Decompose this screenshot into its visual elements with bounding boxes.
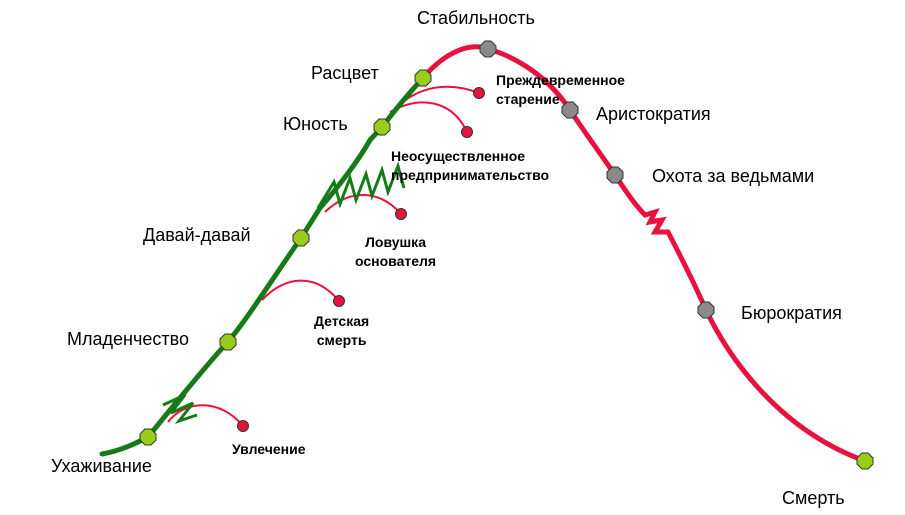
- node-aristokratiya: [561, 101, 579, 119]
- stage-label-yunost: Юность: [283, 114, 348, 134]
- trap-label-lovushka-line1: Ловушка: [365, 234, 426, 250]
- node-davai-davai: [292, 229, 310, 247]
- node-ukhazhivanie: [139, 428, 157, 446]
- stage-label-smert: Смерть: [782, 488, 845, 508]
- node-smert: [856, 452, 874, 470]
- trap-label-detskaya-smert: Детская смерть: [314, 312, 369, 350]
- stage-label-davai-davai: Давай-давай: [143, 225, 251, 245]
- trap-label-detskaya-smert-line2: смерть: [316, 332, 367, 348]
- growth-nodes: [139, 69, 432, 446]
- stage-label-rascvet: Расцвет: [311, 63, 379, 83]
- aging-nodes: [479, 40, 715, 319]
- growth-springs: [162, 161, 406, 424]
- stage-label-aristokratiya: Аристократия: [596, 104, 711, 124]
- trap-line-uvlechenie: [167, 404, 244, 427]
- node-byurokratiya: [697, 301, 715, 319]
- trap-node-neosushchestvlennoe: [461, 126, 473, 138]
- stage-label-okhota: Охота за ведьмами: [652, 166, 815, 186]
- trap-nodes: [237, 87, 485, 432]
- stage-label-byurokratiya: Бюрократия: [741, 303, 842, 323]
- trap-line-lovushka: [324, 194, 402, 215]
- trap-line-neosushchestvlennoe: [389, 101, 468, 133]
- trap-label-detskaya-smert-line1: Детская: [314, 313, 370, 329]
- stage-label-mladenchestvo: Младенчество: [67, 329, 189, 349]
- trap-label-neosushchestvlennoe: Неосуществленное предпринимательство: [391, 147, 549, 185]
- trap-label-prezhdevremennoe-line1: Преждевременное: [496, 72, 625, 88]
- trap-label-uvlechenie: Увлечение: [232, 441, 306, 457]
- node-mladenchestvo: [219, 333, 237, 351]
- node-yunost: [373, 118, 391, 136]
- trap-label-lovushka: Ловушка основателя: [355, 233, 436, 271]
- trap-label-prezhdevremennoe-line2: старение: [496, 91, 560, 107]
- trap-node-lovushka: [395, 208, 407, 220]
- trap-label-lovushka-line2: основателя: [355, 253, 437, 269]
- trap-node-prezhdevremennoe: [473, 87, 485, 99]
- trap-node-uvlechenie: [237, 420, 249, 432]
- node-rascvet: [414, 69, 432, 87]
- node-stabilnost: [479, 40, 497, 58]
- trap-label-prezhdevremennoe: Преждевременное старение: [496, 71, 625, 109]
- trap-line-detskaya-smert: [261, 279, 340, 302]
- trap-label-neosushchestvlennoe-line2: предпринимательство: [391, 167, 550, 183]
- spring-upper: [316, 161, 406, 209]
- node-okhota: [606, 166, 624, 184]
- spring-lower: [162, 393, 198, 424]
- trap-node-detskaya-smert: [333, 295, 345, 307]
- stage-label-ukhazhivanie: Ухаживание: [51, 456, 152, 476]
- trap-label-neosushchestvlennoe-line1: Неосуществленное: [391, 148, 526, 164]
- aging-curve: [420, 44, 868, 464]
- stage-label-stabilnost: Стабильность: [417, 8, 535, 28]
